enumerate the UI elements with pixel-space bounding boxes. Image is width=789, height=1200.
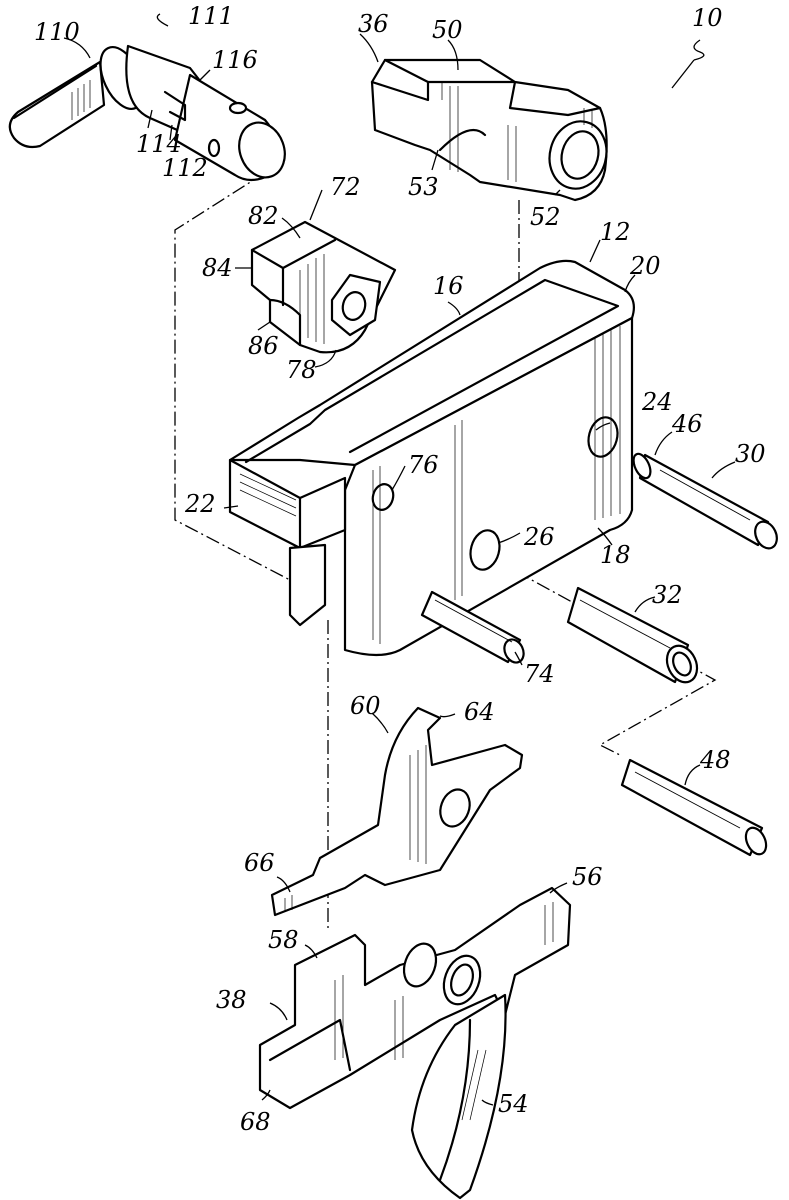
housing-side-wall — [343, 316, 634, 657]
pin-30 — [632, 452, 778, 550]
label-24: 24 — [641, 388, 673, 416]
housing-12 — [228, 259, 635, 657]
label-26: 26 — [523, 523, 555, 551]
label-30: 30 — [735, 440, 766, 468]
label-54: 54 — [498, 1090, 529, 1118]
label-78: 78 — [286, 356, 317, 384]
label-56: 56 — [572, 863, 603, 891]
pin-30-head-46 — [632, 452, 652, 480]
label-84: 84 — [202, 254, 233, 282]
label-12: 12 — [600, 218, 631, 246]
trigger-38 — [258, 886, 572, 1200]
label-76: 76 — [408, 451, 439, 479]
trigger-blade-54 — [410, 993, 507, 1200]
label-72: 72 — [330, 173, 361, 201]
label-48: 48 — [699, 746, 731, 774]
selector-lever — [8, 60, 106, 149]
label-82: 82 — [248, 202, 279, 230]
label-20: 20 — [629, 252, 661, 280]
selector-end-face — [238, 121, 286, 179]
block-bore — [341, 291, 367, 321]
leader-lines — [63, 13, 736, 1106]
selector-side-hole — [207, 138, 221, 158]
selector-cross-hole — [228, 101, 248, 115]
pin-48-body — [620, 758, 764, 857]
sleeve-32 — [566, 586, 699, 684]
label-64: 64 — [464, 698, 495, 726]
label-38: 38 — [216, 986, 247, 1014]
label-22: 22 — [184, 490, 216, 518]
sear-pivot-hole — [439, 788, 471, 828]
hammer-body — [370, 58, 608, 202]
axis-selector — [174, 159, 291, 581]
label-18: 18 — [600, 541, 631, 569]
pin-48 — [620, 758, 768, 857]
label-66: 66 — [244, 849, 275, 877]
reference-numerals: 10 110 111 116 114 112 36 50 53 52 72 82… — [34, 2, 766, 1136]
housing-top-rim — [228, 259, 635, 467]
pin-30-body — [638, 453, 770, 547]
label-110: 110 — [34, 18, 80, 46]
trigger-bar — [258, 886, 572, 1110]
label-53: 53 — [408, 173, 439, 201]
label-112: 112 — [162, 154, 208, 182]
hammer-36 — [370, 58, 608, 202]
trigger-pivot-ring-left — [402, 942, 438, 988]
pin-48-end — [744, 826, 768, 856]
label-111: 111 — [188, 2, 234, 30]
housing-lower-tab — [288, 543, 327, 627]
trigger-pivot-bore — [450, 963, 474, 997]
selector-110 — [8, 44, 286, 182]
hammer-pivot-bore — [560, 130, 600, 180]
sear-60 — [270, 706, 524, 917]
label-46: 46 — [671, 410, 703, 438]
sear-body — [270, 706, 524, 917]
sleeve-32-bore — [672, 651, 692, 677]
label-10: 10 — [692, 4, 723, 32]
label-16: 16 — [433, 272, 464, 300]
label-68: 68 — [240, 1108, 271, 1136]
pin-74 — [420, 590, 525, 664]
label-52: 52 — [530, 203, 561, 231]
pin-74-body — [420, 590, 522, 664]
hole-26 — [469, 529, 501, 571]
label-86: 86 — [248, 332, 279, 360]
label-58: 58 — [268, 926, 299, 954]
label-114: 114 — [136, 130, 182, 158]
label-60: 60 — [350, 692, 381, 720]
label-50: 50 — [432, 16, 463, 44]
label-36: 36 — [358, 10, 389, 38]
pin-30-end — [754, 520, 778, 550]
sleeve-32-body — [566, 586, 690, 684]
label-116: 116 — [212, 46, 258, 74]
label-74: 74 — [524, 660, 555, 688]
label-32: 32 — [652, 581, 683, 609]
